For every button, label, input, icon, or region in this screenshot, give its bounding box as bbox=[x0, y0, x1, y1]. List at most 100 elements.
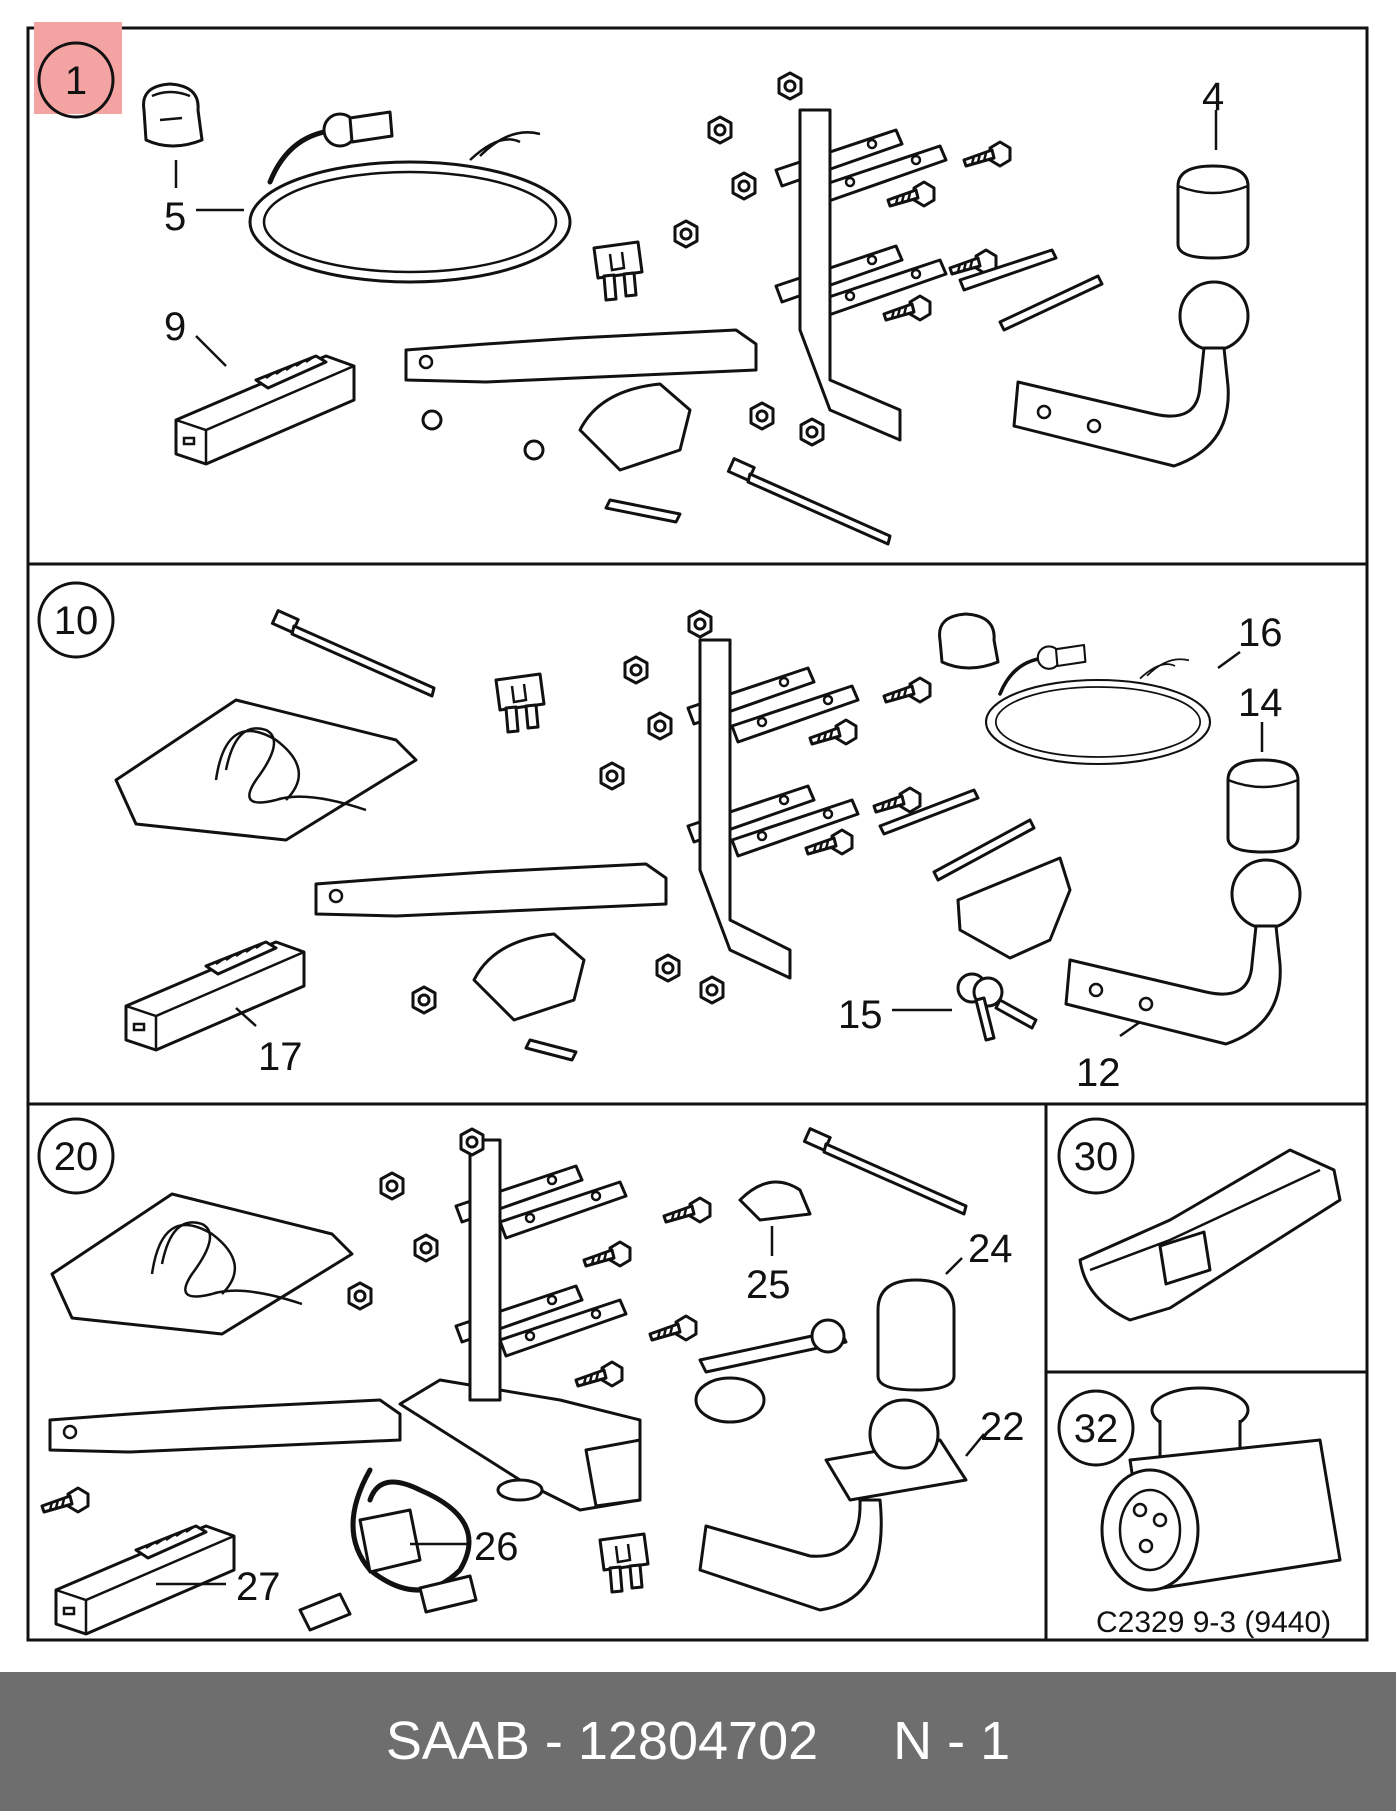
leader-12 bbox=[1119, 1020, 1141, 1038]
panel-id-30: 30 bbox=[1057, 1117, 1135, 1195]
bolt-icon bbox=[648, 1314, 698, 1342]
parts-bag-icon bbox=[50, 1192, 354, 1336]
diagram-canvas: 1 10 20 30 32 bbox=[26, 22, 1369, 1642]
footer-bar: SAAB - 12804702 N - 1 bbox=[0, 1672, 1396, 1811]
callout-12: 12 bbox=[1076, 1051, 1121, 1095]
wiring-loom-icon bbox=[298, 1467, 478, 1632]
parts-bag-icon bbox=[114, 698, 418, 842]
keys-icon bbox=[956, 972, 1038, 1042]
nut-icon bbox=[777, 71, 803, 101]
receiver-icon bbox=[584, 1438, 642, 1508]
socket-adapter-icon bbox=[1100, 1386, 1342, 1592]
bracket-icon bbox=[468, 1138, 502, 1402]
callout-15: 15 bbox=[838, 993, 883, 1037]
svg-text:10: 10 bbox=[54, 599, 99, 643]
callout-27: 27 bbox=[236, 1565, 281, 1609]
screw-icon bbox=[524, 1038, 578, 1062]
washer-icon bbox=[523, 439, 545, 461]
long-bolt-icon bbox=[958, 248, 1058, 292]
callout-24: 24 bbox=[968, 1227, 1013, 1271]
bolt-icon bbox=[662, 1196, 712, 1224]
nut-icon bbox=[655, 953, 681, 983]
svg-text:32: 32 bbox=[1074, 1407, 1119, 1451]
fuse-icon bbox=[598, 1532, 650, 1594]
bolt-icon bbox=[40, 1486, 90, 1514]
bolt-icon bbox=[582, 1240, 632, 1268]
nut-icon bbox=[413, 1233, 439, 1263]
cable-tie-icon bbox=[726, 457, 892, 546]
ball-cap-icon bbox=[1176, 164, 1250, 260]
nut-icon bbox=[459, 1127, 485, 1157]
towbar-beam-icon bbox=[314, 862, 668, 918]
towbar-beam-icon bbox=[48, 1398, 402, 1454]
nut-icon bbox=[699, 975, 725, 1005]
nut-icon bbox=[707, 115, 733, 145]
bolt-icon bbox=[872, 786, 922, 814]
cable-tie-icon bbox=[270, 609, 436, 698]
nut-icon bbox=[347, 1281, 373, 1311]
callout-14: 14 bbox=[1238, 681, 1283, 725]
cable-tie-icon bbox=[802, 1127, 968, 1216]
ball-cap-icon bbox=[876, 1278, 956, 1392]
fuse-icon bbox=[592, 240, 644, 302]
wiring-harness-icon bbox=[250, 112, 570, 282]
ball-cap-icon bbox=[1226, 758, 1300, 854]
connector-cover-icon bbox=[142, 82, 204, 148]
bolt-icon bbox=[962, 140, 1012, 168]
panel-id-1: 1 bbox=[37, 41, 115, 119]
panel-id-32: 32 bbox=[1057, 1389, 1135, 1467]
clip-icon bbox=[738, 1180, 812, 1222]
fuse-icon bbox=[494, 672, 546, 734]
bumper-cover-icon bbox=[1078, 1148, 1342, 1322]
leader-22 bbox=[965, 1433, 985, 1457]
tow-ball-icon bbox=[698, 1398, 968, 1612]
diagram-code: C2329 9-3 (9440) bbox=[1096, 1606, 1331, 1639]
nut-icon bbox=[687, 609, 713, 639]
footer-part-number: SAAB - 12804702 N - 1 bbox=[385, 1711, 1011, 1771]
bolt-icon bbox=[574, 1360, 624, 1388]
bolt-icon bbox=[882, 294, 932, 322]
bracket-icon bbox=[698, 638, 792, 980]
screw-icon bbox=[421, 409, 443, 431]
control-module-icon bbox=[124, 940, 306, 1052]
lock-housing-icon bbox=[956, 856, 1072, 960]
nut-icon bbox=[411, 985, 437, 1015]
panel-10-parts bbox=[114, 609, 1302, 1062]
long-bolt-icon bbox=[932, 818, 1036, 882]
pin-head-icon bbox=[810, 1318, 846, 1354]
nut-icon bbox=[731, 171, 757, 201]
nut-icon bbox=[799, 417, 825, 447]
callout-26: 26 bbox=[474, 1525, 519, 1569]
leader-24 bbox=[945, 1257, 963, 1275]
svg-text:30: 30 bbox=[1074, 1135, 1119, 1179]
wiring-harness-icon bbox=[984, 643, 1212, 766]
connector-cover-icon bbox=[938, 612, 1000, 670]
leader-17 bbox=[235, 1007, 257, 1027]
bracket-icon bbox=[798, 108, 902, 442]
callout-22: 22 bbox=[980, 1405, 1025, 1449]
bracket-plate-icon bbox=[472, 932, 586, 1022]
panel-id-20: 20 bbox=[37, 1117, 115, 1195]
nut-icon bbox=[749, 401, 775, 431]
control-module-icon bbox=[174, 354, 356, 466]
panel-20-parts bbox=[40, 1127, 985, 1636]
panel-32-frame bbox=[1044, 1370, 1369, 1642]
panel-1-parts bbox=[142, 71, 1250, 546]
callout-17: 17 bbox=[258, 1035, 303, 1079]
screw-icon bbox=[604, 498, 682, 524]
nut-icon bbox=[379, 1171, 405, 1201]
bracket-plate-icon bbox=[578, 382, 692, 472]
nut-icon bbox=[623, 655, 649, 685]
eye-bolt-icon bbox=[496, 1478, 544, 1502]
nut-icon bbox=[673, 219, 699, 249]
panel-id-10: 10 bbox=[37, 581, 115, 659]
control-module-icon bbox=[54, 1524, 236, 1636]
svg-text:1: 1 bbox=[65, 59, 87, 103]
callout-25: 25 bbox=[746, 1263, 791, 1307]
callout-5: 5 bbox=[164, 195, 186, 239]
bolt-icon bbox=[886, 180, 936, 208]
panel-1-frame bbox=[26, 26, 1369, 566]
nut-icon bbox=[647, 711, 673, 741]
leader-16 bbox=[1217, 650, 1241, 670]
